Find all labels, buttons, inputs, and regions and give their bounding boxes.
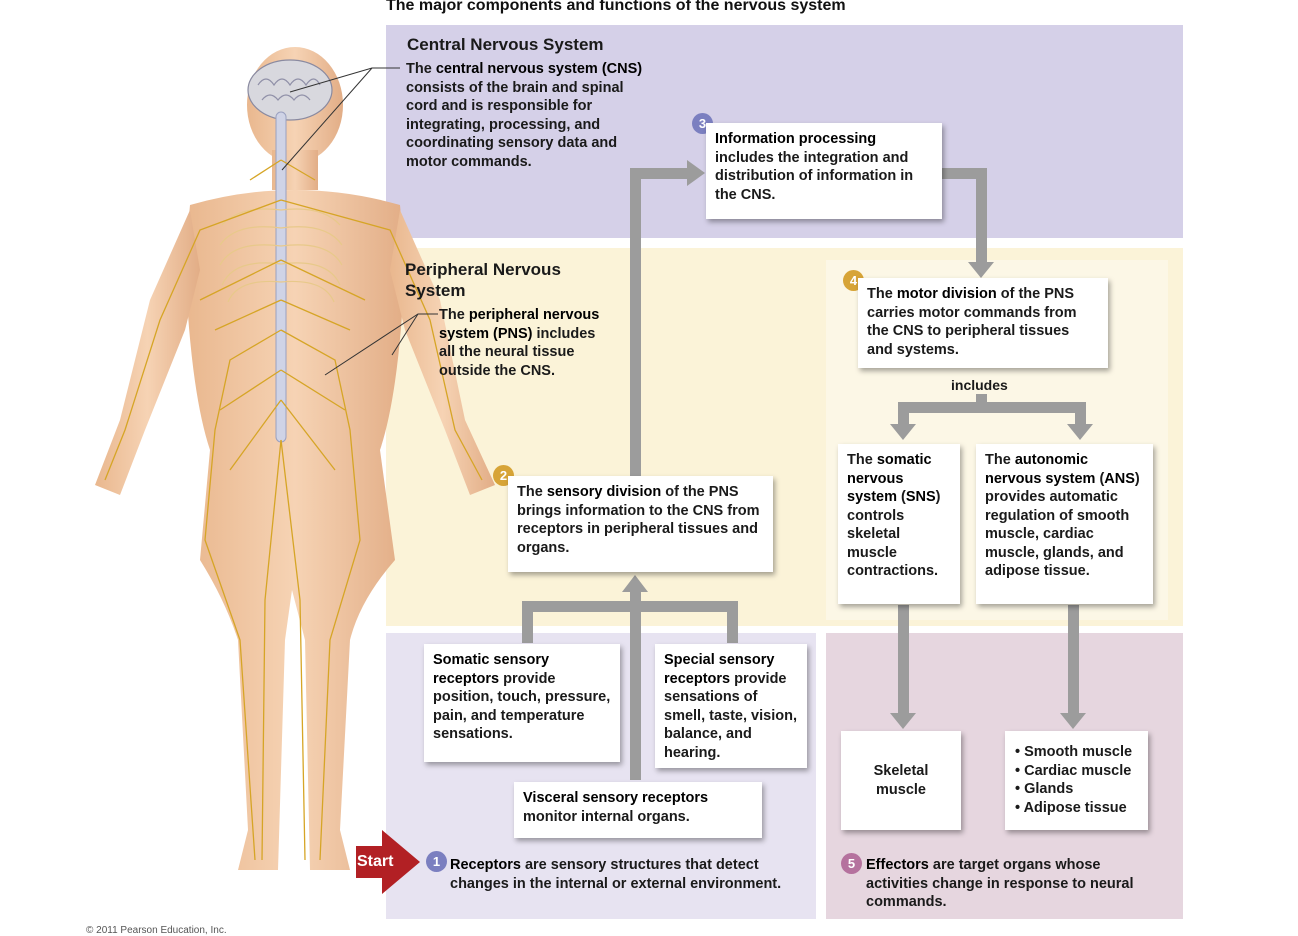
effector-item: • Glands <box>1015 781 1074 797</box>
receptors-description: Receptors are sensory structures that de… <box>450 857 782 892</box>
effector-item: • Smooth muscle <box>1015 744 1133 760</box>
info-processing-box: Information processing includes the inte… <box>706 123 942 219</box>
flow-arrows <box>522 160 1093 780</box>
includes-label: includes <box>951 377 1008 393</box>
pns-description: The peripheral nervous system (PNS) incl… <box>439 307 600 379</box>
effectors-description: Effectors are target organs whose activi… <box>866 857 1134 910</box>
step-1-badge: 1 <box>426 851 447 872</box>
pns-heading: Peripheral Nervous System <box>405 260 561 300</box>
cns-heading: Central Nervous System <box>407 35 604 54</box>
somatic-sensory-receptors-box: Somatic sensory receptors provide positi… <box>424 644 620 762</box>
figure-title: The major components and functions of th… <box>386 0 846 14</box>
sensory-division-box: The sensory division of the PNS brings i… <box>508 476 773 572</box>
somatic-nervous-system-box: The somatic nervous system (SNS) control… <box>838 444 960 604</box>
special-sensory-receptors-box: Special sensory receptors provide sensat… <box>655 644 807 768</box>
visceral-sensory-receptors-box: Visceral sensory receptors monitor inter… <box>514 782 762 838</box>
effector-item: • Adipose tissue <box>1015 799 1127 816</box>
cns-description: The central nervous system (CNS) consist… <box>406 61 643 170</box>
start-label: Start <box>357 853 394 870</box>
skeletal-muscle-box: Skeletal muscle <box>841 731 961 830</box>
step-5-badge: 5 <box>841 853 862 874</box>
autonomic-nervous-system-box: The autonomic nervous system (ANS) provi… <box>976 444 1153 604</box>
autonomic-effectors-box: • Smooth muscle • Cardiac muscle • Gland… <box>1005 731 1148 830</box>
motor-division-box: The motor division of the PNS carries mo… <box>858 278 1108 368</box>
human-body-figure <box>95 47 495 870</box>
effector-item: • Cardiac muscle <box>1015 762 1132 779</box>
copyright-notice: © 2011 Pearson Education, Inc. <box>86 925 227 936</box>
start-arrow-shape <box>356 830 420 894</box>
